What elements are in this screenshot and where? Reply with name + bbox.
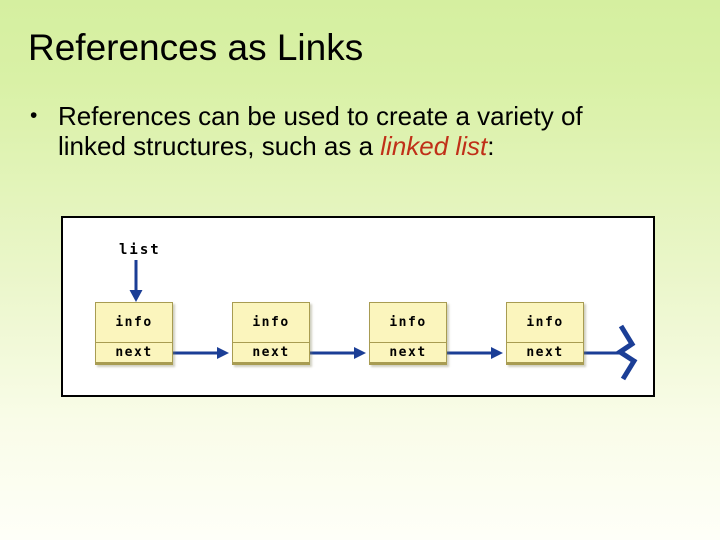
- next-arrow-1: [166, 347, 229, 359]
- bullet-line2-prefix: linked structures, such as a: [58, 131, 381, 161]
- next-arrow-2: [303, 347, 366, 359]
- linked-list-emphasis: linked list: [380, 131, 488, 161]
- list-node-1: info next: [95, 302, 173, 365]
- diagram-panel: list info next info next info next info …: [61, 216, 655, 397]
- bullet-line2-suffix: :: [487, 131, 495, 161]
- node-next-cell: next: [252, 345, 290, 360]
- bullet-text: References can be used to create a varie…: [58, 101, 583, 161]
- null-terminator-icon: [577, 324, 638, 381]
- bullet-item: • References can be used to create a var…: [30, 101, 670, 161]
- bullet-line-2: linked structures, such as a linked list…: [58, 131, 583, 161]
- list-node-3: info next: [369, 302, 447, 365]
- node-next-cell: next: [389, 345, 427, 360]
- node-info-cell: info: [370, 303, 446, 343]
- node-info-cell: info: [233, 303, 309, 343]
- bullet-marker: •: [30, 104, 38, 127]
- list-pointer-label: list: [119, 242, 161, 258]
- bullet-line-1: References can be used to create a varie…: [58, 101, 583, 131]
- list-node-2: info next: [232, 302, 310, 365]
- node-next-cell: next: [115, 345, 153, 360]
- diagram-arrows: [129, 260, 638, 381]
- node-info-cell: info: [96, 303, 172, 343]
- slide-title: References as Links: [28, 27, 364, 68]
- list-node-4: info next: [506, 302, 584, 365]
- node-info-cell: info: [507, 303, 583, 343]
- node-next-cell: next: [526, 345, 564, 360]
- next-arrow-3: [440, 347, 503, 359]
- list-pointer-arrow: [129, 260, 143, 302]
